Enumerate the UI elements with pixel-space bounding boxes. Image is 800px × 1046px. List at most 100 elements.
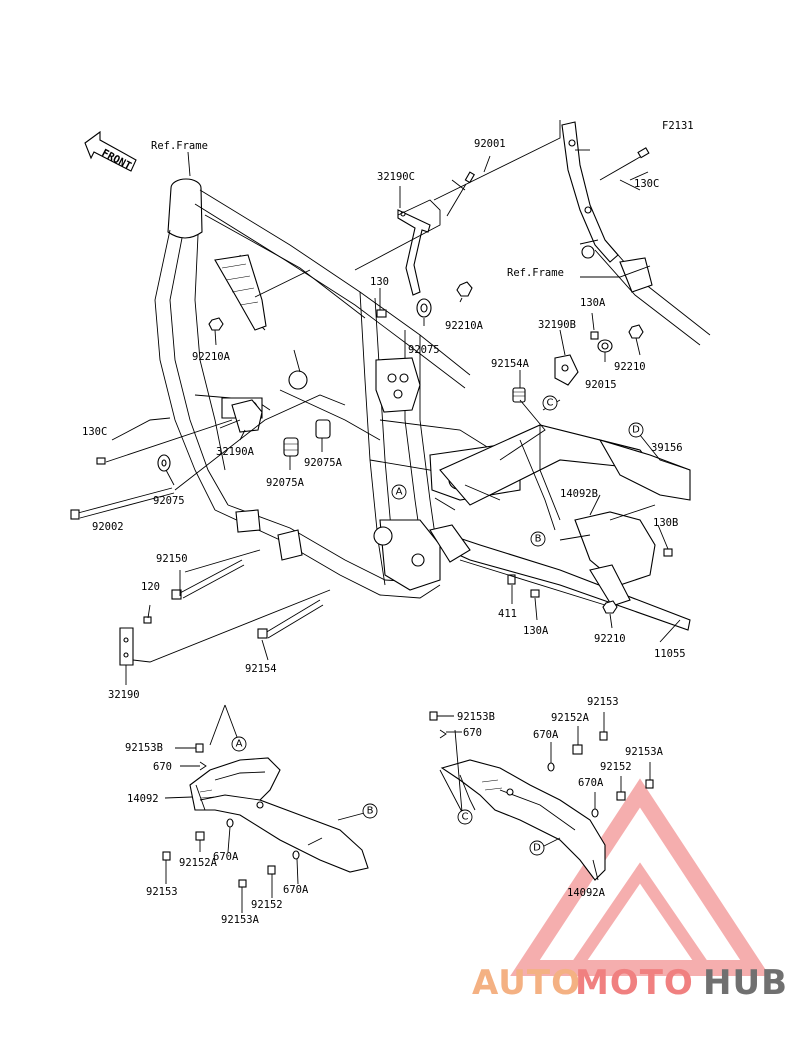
label-130: 130 [370,276,389,288]
clip-411 [507,574,516,585]
bolt-92002 [70,487,175,520]
ref-frame-rear [561,121,711,346]
watermark-triangle-inner [570,862,710,972]
bolt-130C-top [599,147,650,181]
bolt-92153B-right [429,711,438,721]
front-arrow-icon: FRONT [84,130,137,172]
cover-14092A [429,711,654,881]
callout-markers: A B C D A B C D [231,395,644,856]
bolt-92001 [446,171,475,217]
bolt-130C-left [96,457,106,465]
label-92153-right: 92153 [587,696,619,708]
label-92210A-top: 92210A [445,320,484,332]
bracket-32190B [554,354,579,386]
spacer-92075A-2 [315,419,331,439]
grommet-670A-right-2 [591,808,599,818]
ref-frame-label-top: Ref.Frame [151,140,208,152]
spacer-92075A-1 [283,437,299,457]
bolt-92153A-left [238,879,247,888]
label-92002: 92002 [92,521,124,533]
label-411: 411 [498,608,517,620]
label-130C-top: 130C [634,178,659,190]
bolt-92152A-right [572,744,583,755]
leader-lines [105,120,691,685]
label-39156: 39156 [651,442,683,454]
label-32190: 32190 [108,689,140,701]
label-92152-left: 92152 [251,899,283,911]
clip-670-right [439,729,447,739]
watermark-moto: MOTO [575,963,694,1003]
label-92153B-left: 92153B [125,742,163,754]
label-92152-right: 92152 [600,761,632,773]
bolt-92153A-right [645,779,654,789]
spacer-92154A [512,387,526,403]
bolt-92152-left [267,865,276,875]
label-92150: 92150 [156,553,188,565]
washer-92075-top [416,298,432,318]
label-92210-top: 92210 [614,361,646,373]
label-92152A-left: 92152A [179,857,218,869]
label-32190A: 32190A [216,446,255,458]
watermark-logo [510,778,770,976]
label-92075-top: 92075 [408,344,440,356]
label-14092: 14092 [127,793,159,805]
callout-d-cover: D [533,843,541,854]
bolt-92152-right [616,791,626,801]
label-670A-left-2: 670A [283,884,309,896]
callout-b-main: B [535,534,542,545]
label-92154: 92154 [245,663,277,675]
bolt-130 [376,309,387,318]
label-92152A-right: 92152A [551,712,590,724]
grommet-670A-left-1 [226,818,234,828]
nut-92210A-left [208,317,224,331]
label-130A-top: 130A [580,297,606,309]
watermark-auto: AUTO [472,963,581,1003]
bolt-130A-bottom [530,589,540,598]
label-14092B: 14092B [560,488,598,500]
label-130C-left: 130C [82,426,107,438]
nut-92210-bottom [602,600,618,614]
grommet-670A-right-1 [547,762,555,772]
label-130B: 130B [653,517,678,529]
label-92075A-2: 92075A [266,477,305,489]
part-labels: F2131 Ref.Frame Ref.Frame 92001 32190C 1… [82,120,694,926]
label-92153B-right: 92153B [457,711,495,723]
label-670-right: 670 [463,727,482,739]
nut-92210A-top [456,281,473,297]
clip-670-left [199,761,207,771]
label-670A-right-2: 670A [578,777,604,789]
label-120: 120 [141,581,160,593]
callout-a-cover: A [236,739,243,750]
nut-92210-top [628,324,644,339]
label-670A-left-1: 670A [213,851,239,863]
diagram-code: F2131 [662,120,694,132]
label-670-left: 670 [153,761,172,773]
bracket-32190 [119,627,134,666]
bolt-92153-left [162,851,171,861]
bolt-130B [663,548,673,557]
label-32190C: 32190C [377,171,415,183]
label-92210-bottom: 92210 [594,633,626,645]
label-92154A: 92154A [491,358,530,370]
watermark-hub: HUB [703,963,788,1003]
bolt-120 [143,616,152,624]
label-92075-left: 92075 [153,495,185,507]
bolt-130A-top [590,331,599,340]
label-11055: 11055 [654,648,686,660]
label-92001: 92001 [474,138,506,150]
callout-d-main: D [632,425,640,436]
callout-c-cover: C [462,812,469,823]
bracket-32190C [397,209,431,296]
callout-a-main: A [396,487,403,498]
bolt-92152A-left [195,831,205,841]
label-14092A: 14092A [567,887,606,899]
bolt-92153-right [599,731,608,741]
label-92210A-left: 92210A [192,351,231,363]
watermark-text: AUTO MOTO HUB [472,963,788,1003]
bolt-92154 [257,599,324,639]
watermark-triangle-outer [510,778,770,976]
callout-c-main: C [547,398,554,409]
label-92153A-left: 92153A [221,914,260,926]
